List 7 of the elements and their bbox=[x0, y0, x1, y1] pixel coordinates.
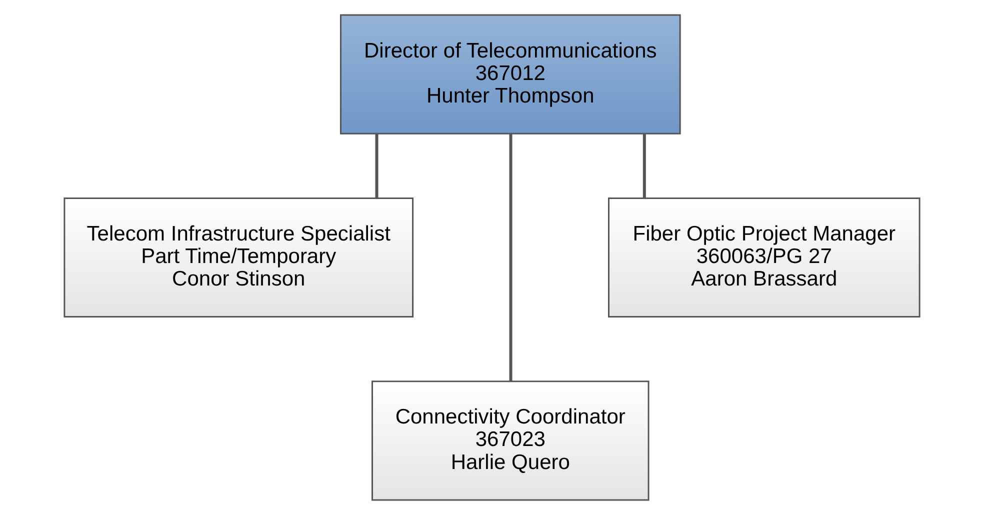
node-box: Telecom Infrastructure Specialist Part Time/Temporary Conor Stinson bbox=[63, 196, 414, 318]
connector bbox=[508, 134, 512, 381]
node-box: Connectivity Coordinator 367023 Harlie Quero bbox=[371, 380, 649, 500]
connector bbox=[642, 133, 646, 198]
node-box: Director of Telecommunications 367012 Hunter Thompson bbox=[339, 14, 680, 134]
node-box: Fiber Optic Project Manager 360063/PG 27 Aaron Brassard bbox=[608, 196, 920, 318]
connector bbox=[374, 133, 378, 198]
